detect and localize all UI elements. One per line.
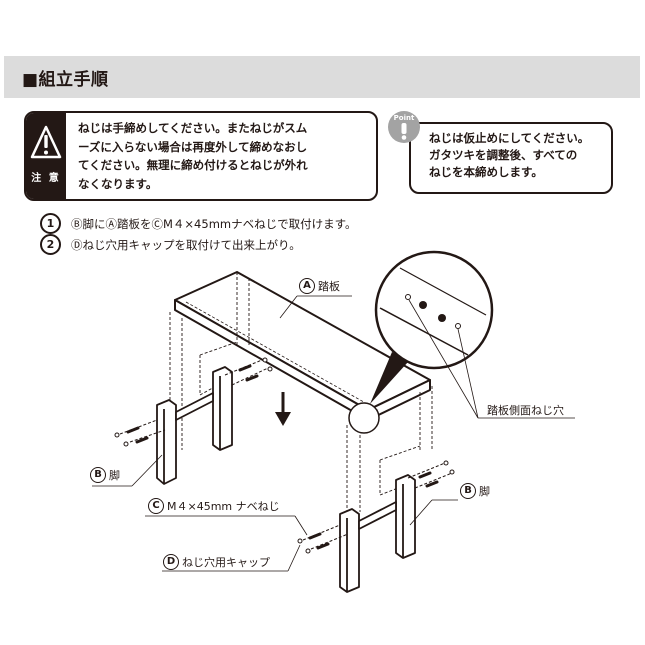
warning-triangle-icon <box>30 125 62 159</box>
magnifier-detail <box>348 250 575 434</box>
screws <box>126 364 439 550</box>
caution-label: 注 意 <box>31 173 61 184</box>
callout-cap: D ねじ穴用キャップ <box>163 554 270 570</box>
callout-text: 踏板側面ねじ穴 <box>487 404 564 417</box>
step-text: Ⓓねじ穴用キャップを取付けて出来上がり。 <box>71 237 301 252</box>
left-leg-illustration <box>156 366 233 485</box>
step-number: 1 <box>40 213 61 234</box>
label-marker-b: B <box>90 467 106 483</box>
point-badge: Point <box>388 111 420 143</box>
callout-side-holes: 踏板側面ねじ穴 <box>487 402 564 418</box>
callout-text: 脚 <box>479 485 490 498</box>
step-number: 2 <box>40 234 61 255</box>
callout-text: 脚 <box>109 469 120 482</box>
section-header: ■組立手順 <box>4 56 640 98</box>
assembly-steps: 1 Ⓑ脚にⒶ踏板をⒸM４×45mmナベねじで取付けます。 2 Ⓓねじ穴用キャップ… <box>40 213 356 255</box>
point-text: ねじは仮止めにしてください。 ガタツキを調整後、すべての ねじを本締めします。 <box>429 131 590 179</box>
caution-sidebar: 注 意 <box>26 113 66 199</box>
caution-text: ねじは手締めしてください。またねじがスム ーズに入らない場合は再度外して締めなお… <box>78 121 308 191</box>
step-1: 1 Ⓑ脚にⒶ踏板をⒸM４×45mmナベねじで取付けます。 <box>40 213 356 234</box>
callout-lines <box>92 295 458 572</box>
down-arrow-icon <box>275 392 291 426</box>
step-text: Ⓑ脚にⒶ踏板をⒸM４×45mmナベねじで取付けます。 <box>71 216 357 231</box>
step-2: 2 Ⓓねじ穴用キャップを取付けて出来上がり。 <box>40 234 356 255</box>
exclamation-icon <box>401 123 407 140</box>
callout-text: 踏板 <box>318 280 340 293</box>
callout-screw: C M４×45mm ナベねじ <box>148 498 280 514</box>
caution-box: 注 意 ねじは手締めしてください。またねじがスム ーズに入らない場合は再度外して… <box>24 111 378 201</box>
section-title: ■組立手順 <box>22 70 109 90</box>
label-marker-a: A <box>299 278 315 294</box>
caps <box>114 357 455 554</box>
callout-leg-right: B 脚 <box>460 483 490 499</box>
point-box: ねじは仮止めにしてください。 ガタツキを調整後、すべての ねじを本締めします。 <box>409 122 613 194</box>
point-badge-label: Point <box>393 114 415 122</box>
callout-step-board: A 踏板 <box>299 278 340 294</box>
callout-leg-left: B 脚 <box>90 467 120 483</box>
callout-text: ねじ穴用キャップ <box>182 556 270 569</box>
label-marker-c: C <box>148 498 164 514</box>
label-marker-b: B <box>460 483 476 499</box>
label-marker-d: D <box>163 554 179 570</box>
right-leg-illustration <box>339 474 416 593</box>
callout-text: M４×45mm ナベねじ <box>167 500 280 513</box>
